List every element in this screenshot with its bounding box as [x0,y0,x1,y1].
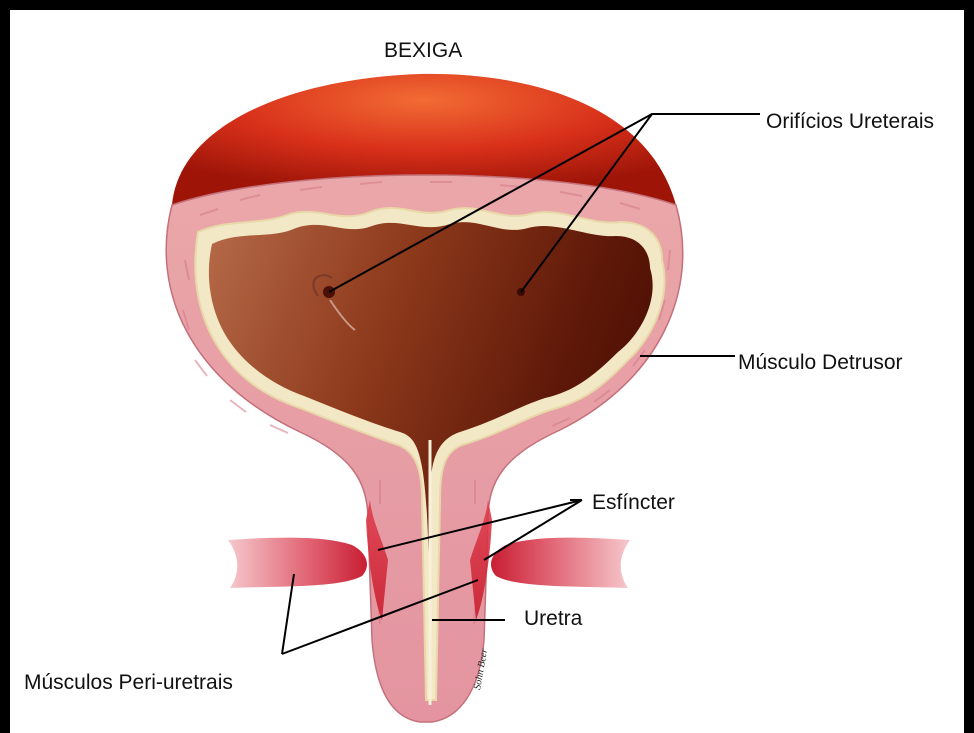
label-ureteral-orifices: Orifícios Ureterais [766,111,934,132]
label-detrusor-muscle: Músculo Detrusor [738,352,903,373]
periurethral-muscle-right [491,538,630,588]
diagram-canvas: Sohn Beer BEXIGA Orifícios Ureterais Mús… [10,10,964,733]
label-sphincter: Esfíncter [592,492,675,513]
label-urethra: Uretra [524,608,582,629]
label-periurethral-muscles: Músculos Peri-uretrais [24,672,233,693]
periurethral-muscle-left [228,538,367,588]
diagram-title: BEXIGA [384,40,462,61]
